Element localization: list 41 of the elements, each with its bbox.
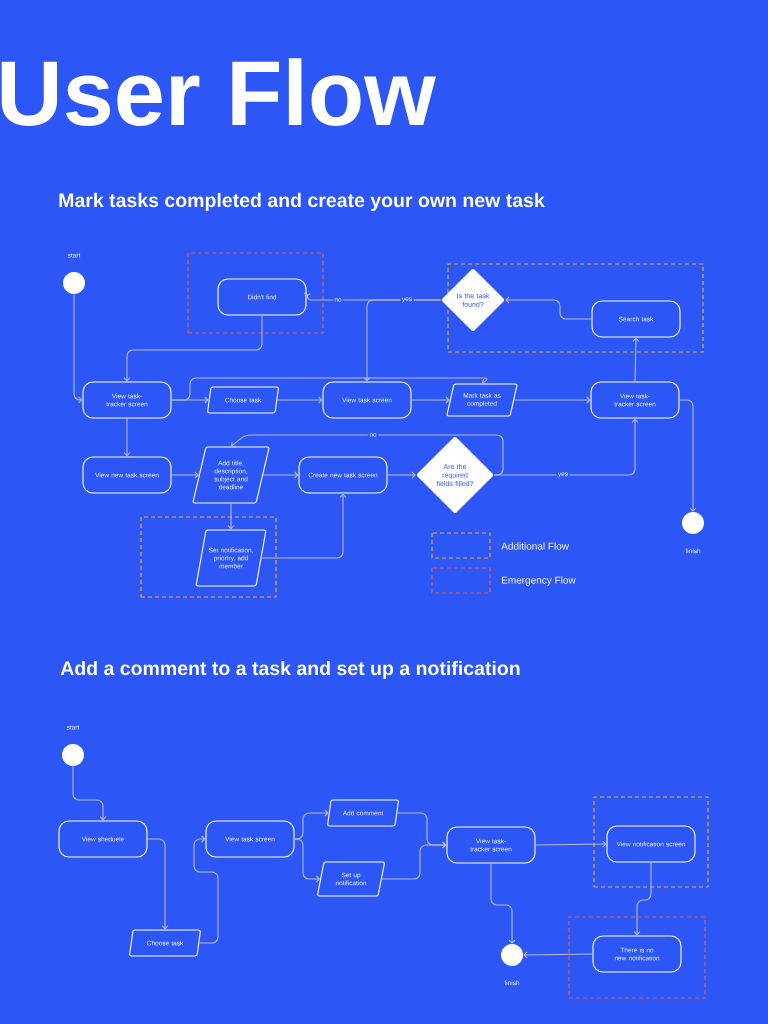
arrow: [123, 418, 131, 457]
arrow: [363, 299, 442, 382]
arrow: [262, 471, 299, 479]
dashed-frame: [568, 916, 706, 999]
arrow: [73, 293, 83, 404]
arrow: [193, 835, 219, 944]
dashed-frame: [187, 252, 324, 334]
section-heading: Mark tasks completed and create your own new task: [59, 192, 545, 212]
arrow: [72, 765, 107, 821]
arrow: [535, 840, 607, 848]
arrow: [171, 471, 199, 479]
arrow: [261, 493, 347, 559]
arrow: [381, 841, 447, 880]
arrow: [231, 434, 504, 476]
arrow: [387, 471, 416, 479]
legend-label: Additional Flow: [501, 542, 569, 550]
arrow: [294, 838, 321, 883]
terminal-circle: [62, 744, 84, 766]
arrow: [633, 862, 652, 936]
terminal-circle: [501, 944, 523, 966]
arrow: [411, 396, 450, 404]
legend-label: Emergency Flow: [502, 576, 576, 586]
arrow: [276, 396, 323, 404]
arrow: [227, 503, 235, 530]
arrow: [513, 396, 591, 404]
arrow: [679, 399, 697, 512]
arrow: [171, 377, 488, 401]
dashed-frame: [447, 263, 704, 353]
arrow: [632, 337, 640, 382]
arrow: [505, 296, 592, 320]
terminal-circle: [682, 512, 704, 534]
dashed-frame: [593, 796, 709, 888]
dashed-frame: [140, 516, 277, 598]
arrow: [523, 951, 593, 959]
arrow: [123, 315, 263, 382]
arrow: [493, 418, 639, 476]
terminal-circle: [63, 272, 85, 294]
page-title: User Flow: [1, 58, 436, 126]
arrow: [490, 863, 516, 944]
arrow: [147, 838, 169, 930]
section-heading: Add a comment to a task and set up a notification: [60, 660, 520, 680]
